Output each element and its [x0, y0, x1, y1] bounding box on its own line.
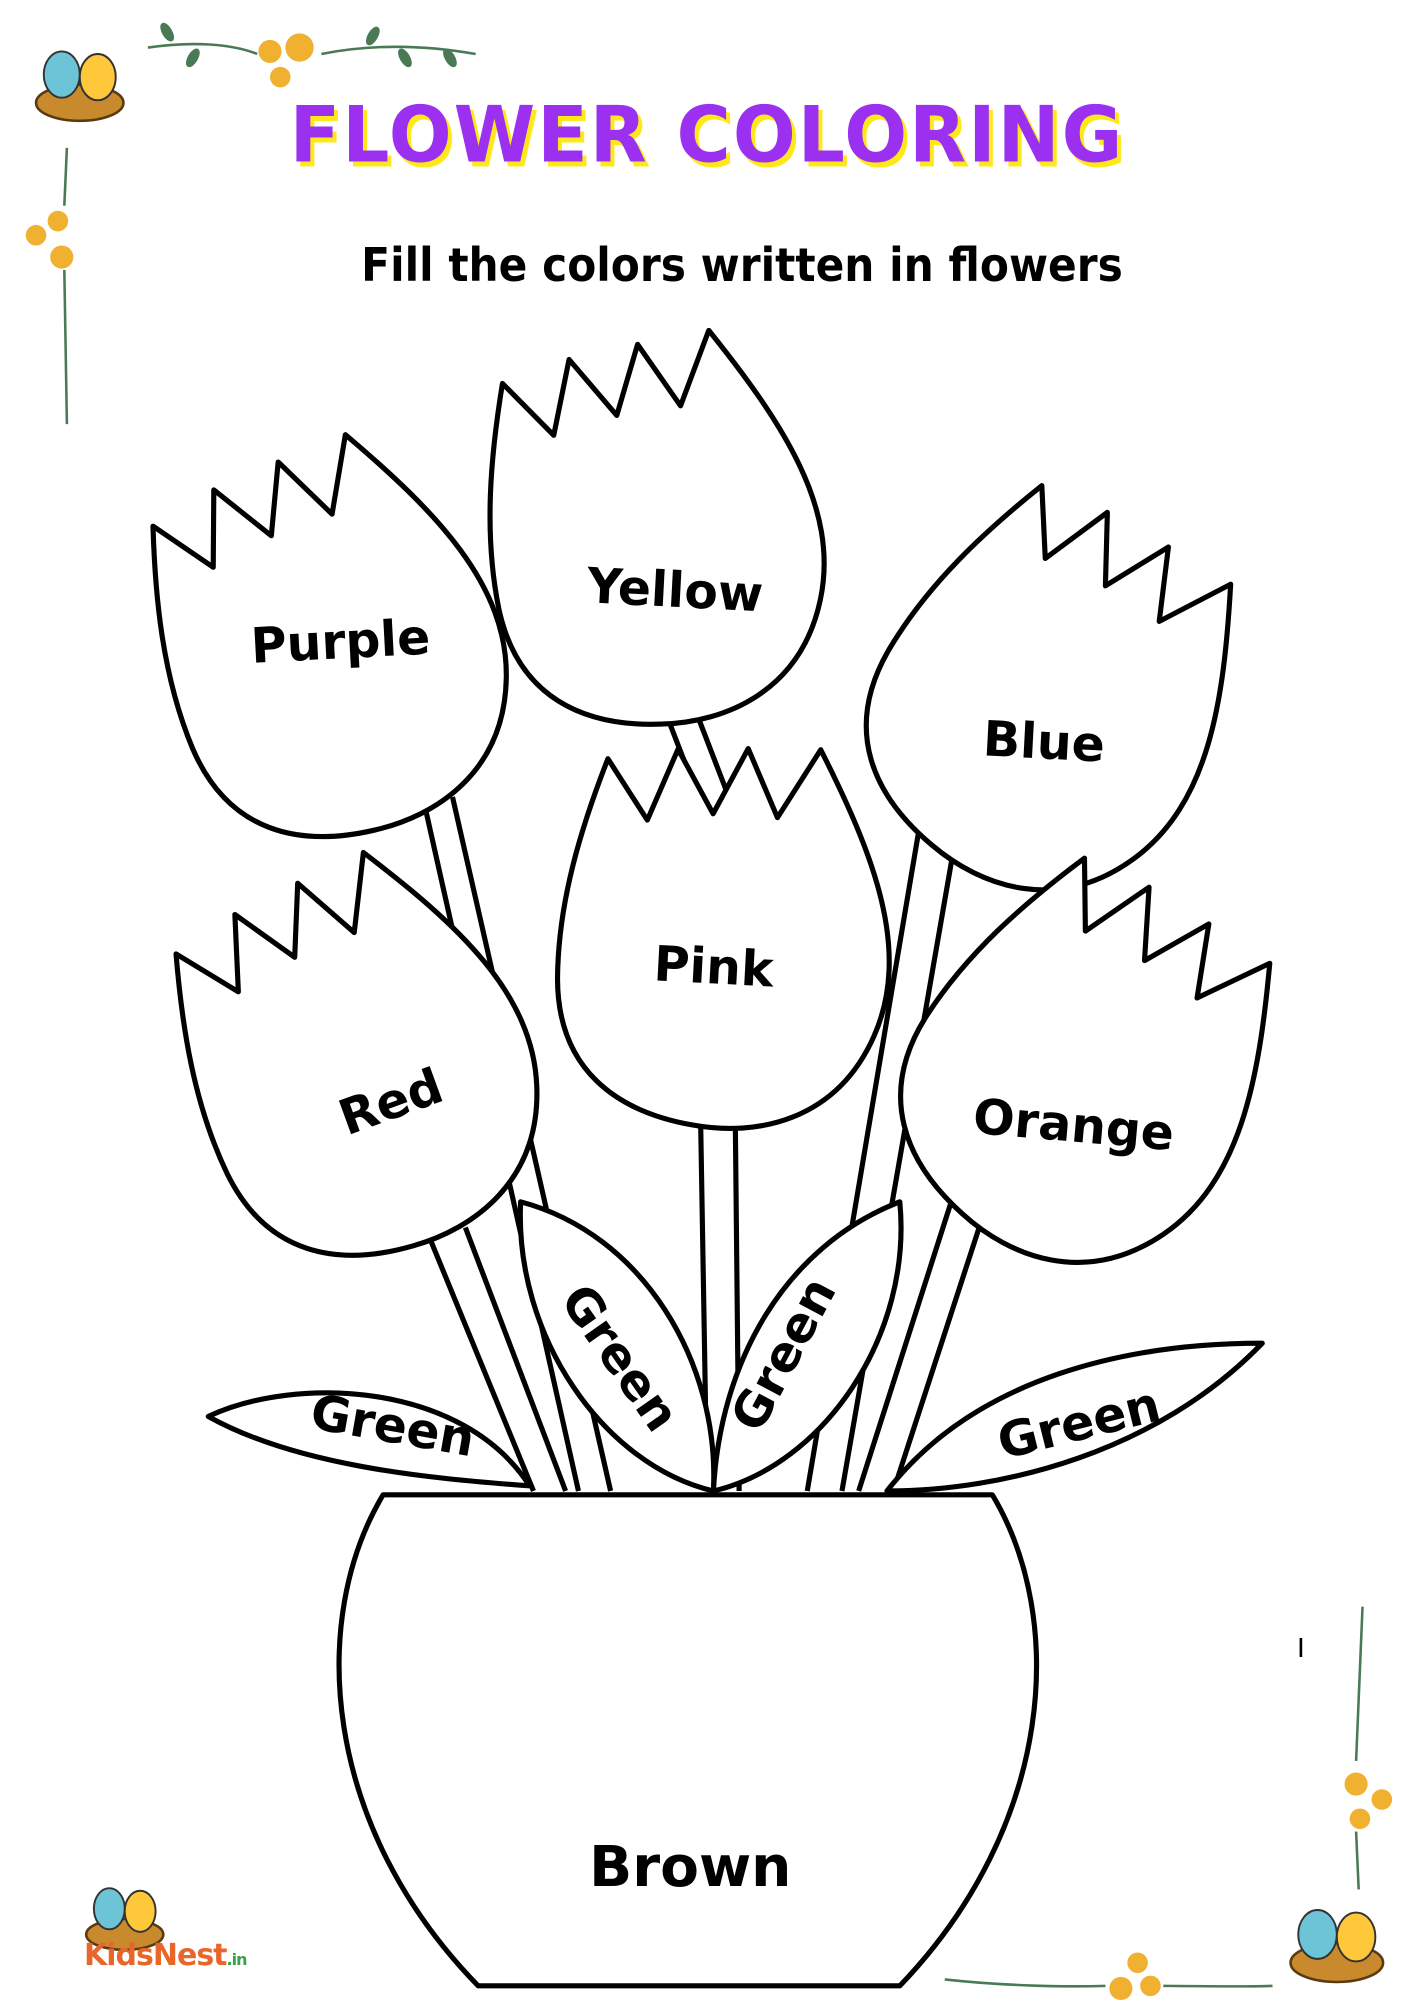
tulip-orange[interactable] — [841, 814, 1346, 1326]
logo-suffix: .in — [226, 1950, 248, 1969]
label-pink: Pink — [652, 935, 776, 998]
logo-name: KidsNest — [84, 1938, 228, 1973]
label-purple: Purple — [249, 609, 431, 675]
tulip-pink[interactable] — [536, 717, 919, 1149]
tulip-red[interactable] — [142, 822, 578, 1295]
kidsnest-bird-icon — [84, 1887, 165, 1952]
leaf-right[interactable] — [884, 1340, 1265, 1494]
tulip-yellow[interactable] — [477, 323, 835, 735]
leaf-center-right[interactable] — [710, 1199, 904, 1494]
leaf-left[interactable] — [205, 1390, 533, 1489]
stray-mark: I — [1297, 1632, 1305, 1663]
bird-nest-logo-icon — [34, 50, 125, 123]
vine-sides — [63, 147, 1364, 1988]
label-blue: Blue — [982, 710, 1107, 773]
label-pot: Brown — [589, 1835, 791, 1900]
page-title: FLOWER COLORING — [289, 89, 1125, 181]
vine-top — [147, 22, 476, 68]
instructions: Fill the colors written in flowers — [361, 238, 1123, 292]
label-yellow: Yellow — [585, 557, 765, 623]
stem-orange — [856, 1201, 986, 1492]
flower-deco-icon — [25, 33, 1393, 2000]
stem-red — [428, 1226, 569, 1492]
pot[interactable] — [336, 1492, 1040, 1989]
bird-nest-logo-icon — [1289, 1909, 1385, 1984]
kidsnest-logo: KidsNest.in — [84, 1938, 248, 1973]
